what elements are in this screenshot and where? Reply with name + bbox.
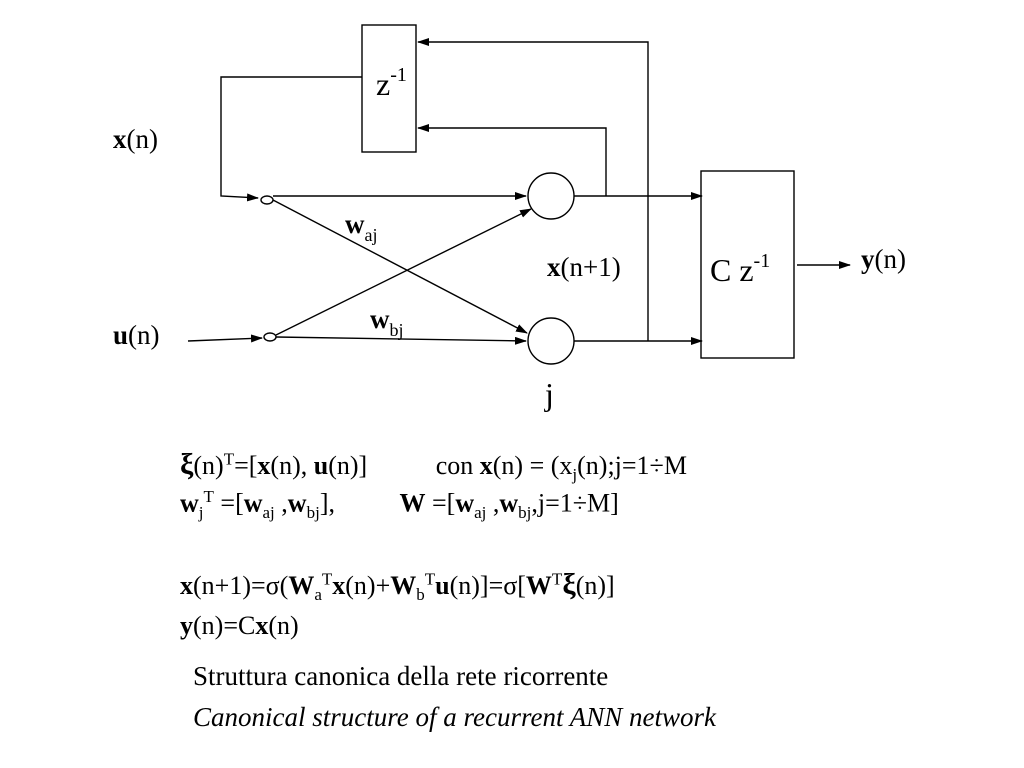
- input-node-u: [263, 332, 277, 342]
- feedback-line-x: [220, 76, 362, 202]
- label-w-bj: wbj: [370, 304, 404, 340]
- label-u-n: u(n): [113, 320, 160, 350]
- equation-line-4: y(n)=Cx(n): [180, 611, 299, 640]
- label-y-n: y(n): [861, 244, 906, 274]
- equation-line-1: ξ(n)T=[x(n), u(n)] con x(n) = (xj(n);j=1…: [180, 448, 687, 485]
- edge-x-to-neuron-j: [272, 199, 528, 334]
- output-block-label: C z-1: [710, 250, 770, 288]
- label-w-aj: waj: [345, 209, 378, 245]
- output-block-c-z-inverse: [700, 170, 795, 359]
- label-neuron-j: j: [544, 376, 554, 412]
- caption-italian: Struttura canonica della rete ricorrente: [193, 661, 609, 691]
- feedback-line-top: [417, 124, 607, 196]
- input-node-x: [260, 195, 274, 205]
- edge-u-input: [187, 334, 263, 343]
- feedback-line-j: [417, 38, 649, 341]
- neuron-node-j: [527, 317, 575, 365]
- edge-u-to-top-neuron: [275, 208, 532, 336]
- recurrent-network-diagram: z-1 C z-1 x(n) u(n) y(n) x(n+1) waj wbj …: [113, 24, 906, 412]
- label-x-n: x(n): [113, 124, 158, 154]
- delay-label: z-1: [376, 64, 407, 102]
- caption-english: Canonical structure of a recurrent ANN n…: [193, 702, 716, 732]
- edge-u-to-neuron-j: [275, 336, 527, 345]
- neuron-node-top: [527, 172, 575, 220]
- label-x-n-plus-1: x(n+1): [547, 252, 621, 282]
- equation-line-2: wjT =[waj ,wbj], W =[waj ,wbj,j=1÷M]: [180, 487, 619, 522]
- delay-block-z-inverse: [361, 24, 417, 153]
- equation-line-3: x(n+1)=σ(WaTx(n)+WbTu(n)]=σ[WTξ(n)]: [180, 568, 615, 605]
